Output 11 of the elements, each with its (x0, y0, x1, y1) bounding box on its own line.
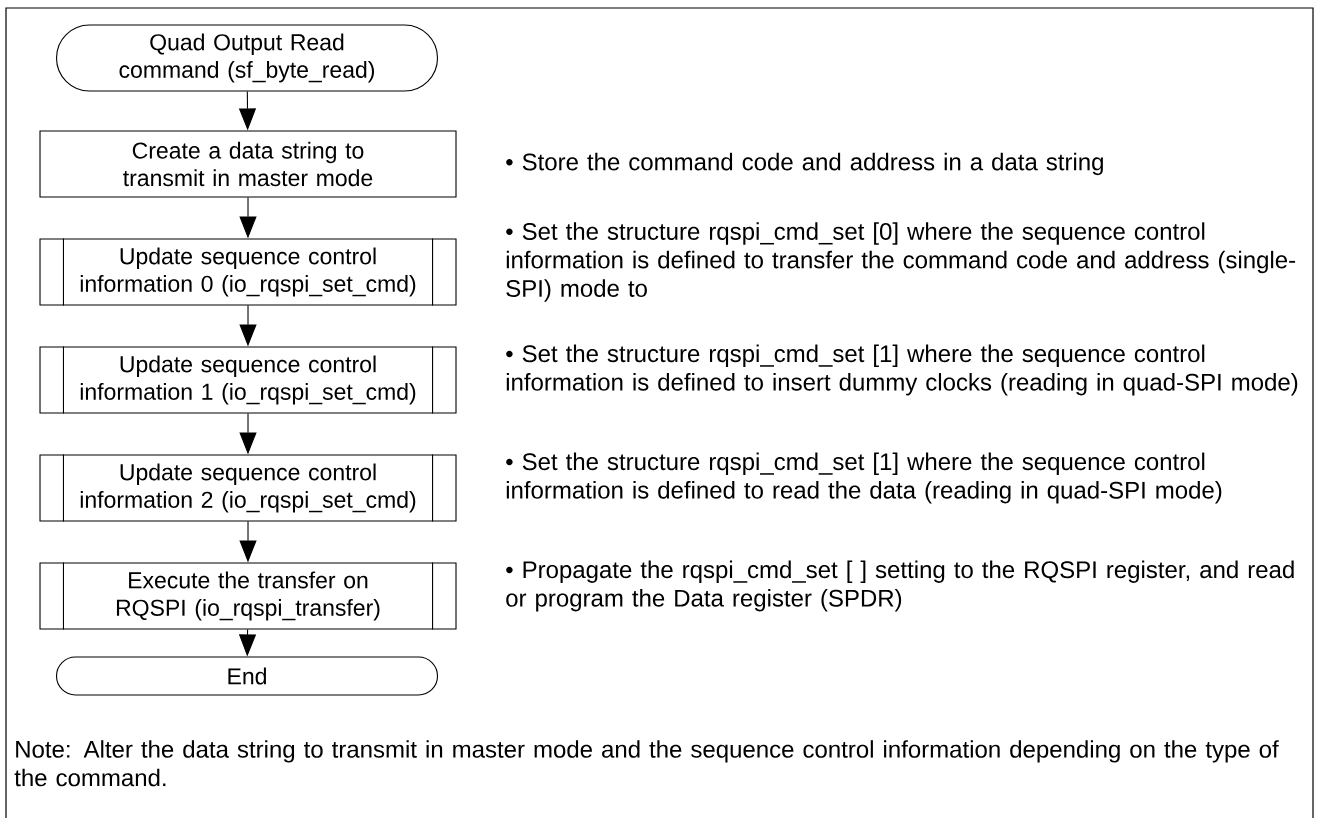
note-text: • Set the structure rqspi_cmd_set [0] where the sequence control information is defined to transfer the command code and address (single-SPI) mode to (506, 222, 1296, 302)
process-box: Create a data string to transmit in master mode (39, 130, 457, 198)
predefined-process-box: Execute the transfer on RQSPI (io_rqspi_transfer) (39, 561, 457, 631)
predefined-process-box: Update sequence control information 2 (io_rqspi_set_cmd) (39, 453, 457, 523)
footnote-text: Note: Alter the data string to transmit in master mode and the sequence control information depending on the type of the command. (14, 740, 1279, 787)
predefined-process-box: Update sequence control information 0 (io_rqspi_set_cmd) (39, 237, 457, 307)
note-text: • Propagate the rqspi_cmd_set [ ] setting to the RQSPI register, and read or program the Data register (SPDR) (506, 560, 1294, 612)
note-text: • Set the structure rqspi_cmd_set [1] where the sequence control information is defined to read the data (reading in quad-SPI mode) (506, 452, 1222, 504)
predefined-process-box: Update sequence control information 1 (io_rqspi_set_cmd) (39, 345, 457, 415)
note-text: • Set the structure rqspi_cmd_set [1] where the sequence control information is defined to insert dummy clocks (reading in quad-SPI mode) (506, 344, 1298, 396)
note-text: • Store the command code and address in a data string (506, 152, 1103, 176)
